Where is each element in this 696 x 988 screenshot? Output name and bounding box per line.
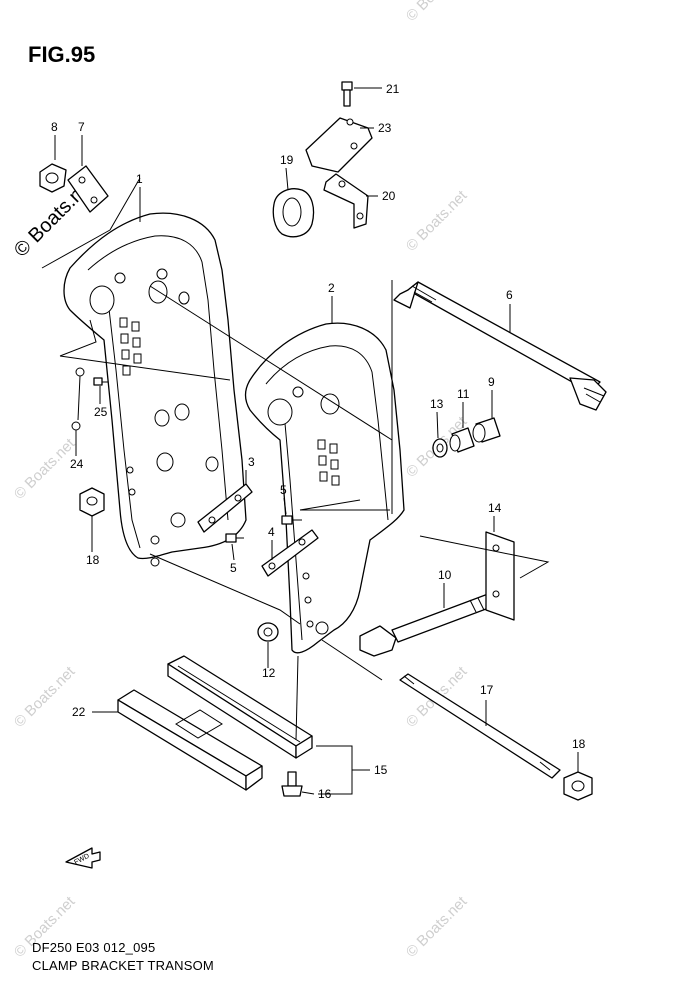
callout-12: 12 <box>262 666 276 680</box>
callout-18-right: 18 <box>572 737 586 751</box>
figure-title: FIG.95 <box>28 42 96 67</box>
fwd-arrow-icon: FWD <box>65 847 101 869</box>
transom-plate-22 <box>117 689 263 791</box>
callout-16: 16 <box>318 787 332 801</box>
callout-17: 17 <box>480 683 494 697</box>
bolt-10 <box>359 593 495 657</box>
washer-plate-7 <box>67 165 109 213</box>
bolt-5-upper <box>281 515 302 525</box>
callout-9: 9 <box>488 375 495 389</box>
nut-8 <box>39 163 67 193</box>
ground-wire-24 <box>71 367 85 431</box>
callout-1: 1 <box>136 172 143 186</box>
watermark: © Boats.net <box>403 187 471 255</box>
callout-21: 21 <box>386 82 400 96</box>
callout-13: 13 <box>430 397 444 411</box>
bushing-9 <box>472 417 501 443</box>
callout-6: 6 <box>506 288 513 302</box>
grommet-19 <box>272 188 315 238</box>
callout-5-upper: 5 <box>280 483 287 497</box>
clamp-bracket-1 <box>63 212 247 567</box>
washer-13 <box>432 438 448 458</box>
callout-2: 2 <box>328 281 335 295</box>
washer-12 <box>257 622 279 642</box>
watermark: © Boats.net <box>403 0 471 25</box>
tilt-tube-6 <box>393 281 607 411</box>
callout-24: 24 <box>70 457 84 471</box>
watermark: © Boats.net <box>11 663 79 731</box>
callout-7: 7 <box>78 120 85 134</box>
bolt-5-lower <box>225 533 244 543</box>
callout-20: 20 <box>382 189 396 203</box>
bracket-20 <box>323 173 369 229</box>
callouts: 8 7 1 2 3 4 5 5 6 9 11 13 14 10 12 17 18… <box>51 82 586 801</box>
callout-22: 22 <box>72 705 86 719</box>
figure-name: CLAMP BRACKET TRANSOM <box>32 958 214 973</box>
nut-18-right <box>563 771 593 801</box>
leader-lines <box>41 177 550 741</box>
watermark: © Boats.net <box>403 893 471 961</box>
tilt-pin-holes-left <box>119 317 142 376</box>
callout-10: 10 <box>438 568 452 582</box>
transom-plate-15 <box>167 655 313 759</box>
callout-23: 23 <box>378 121 392 135</box>
callout-3: 3 <box>248 455 255 469</box>
cover-23 <box>305 117 373 173</box>
callout-8: 8 <box>51 120 58 134</box>
tilt-pin-holes-right <box>317 439 340 486</box>
callout-14: 14 <box>488 501 502 515</box>
plate-4 <box>261 529 319 577</box>
callout-4: 4 <box>268 525 275 539</box>
clamp-bracket-2 <box>244 322 405 654</box>
figure-code: DF250 E03 012_095 <box>32 940 156 955</box>
callout-5-lower: 5 <box>230 561 237 575</box>
callout-18-left: 18 <box>86 553 100 567</box>
bolt-16 <box>281 771 303 797</box>
plate-3 <box>197 483 253 533</box>
spacer-11 <box>449 427 475 453</box>
callout-11: 11 <box>457 387 470 401</box>
watermark: © Boats.net <box>11 435 79 503</box>
plate-14 <box>485 531 515 621</box>
callout-19: 19 <box>280 153 294 167</box>
callout-25: 25 <box>94 405 108 419</box>
bolt-25 <box>93 377 108 386</box>
callout-15: 15 <box>374 763 388 777</box>
tilt-rod-17 <box>399 673 561 779</box>
nut-18-left <box>79 487 105 517</box>
bolt-21 <box>341 81 353 107</box>
